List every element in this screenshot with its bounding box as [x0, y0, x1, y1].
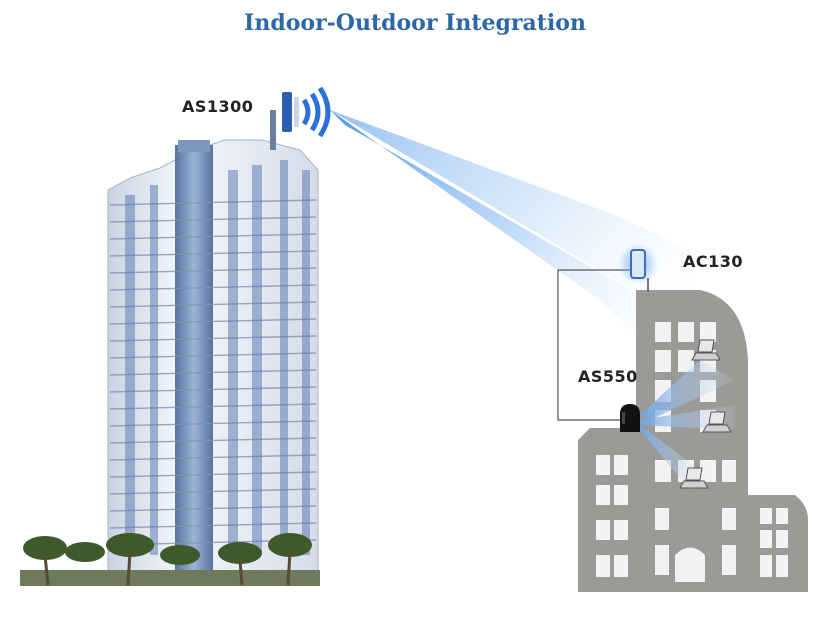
label-as550: AS550: [578, 367, 638, 386]
label-as1300: AS1300: [182, 97, 254, 116]
palm-trees: [20, 533, 320, 586]
ethernet-cable: [557, 269, 630, 421]
laptop-icon: [691, 339, 721, 361]
laptop-icon: [702, 411, 732, 433]
outdoor-signal-beam: [330, 110, 700, 340]
as550-device-icon: [620, 404, 640, 432]
label-ac130: AC130: [683, 252, 744, 271]
ac130-device-icon: [618, 244, 658, 292]
as1300-antenna-icon: [282, 86, 331, 138]
office-building: [578, 290, 808, 592]
high-rise-tower: [107, 110, 319, 586]
diagram-title: Indoor-Outdoor Integration: [244, 10, 586, 36]
laptop-icon: [679, 467, 709, 489]
